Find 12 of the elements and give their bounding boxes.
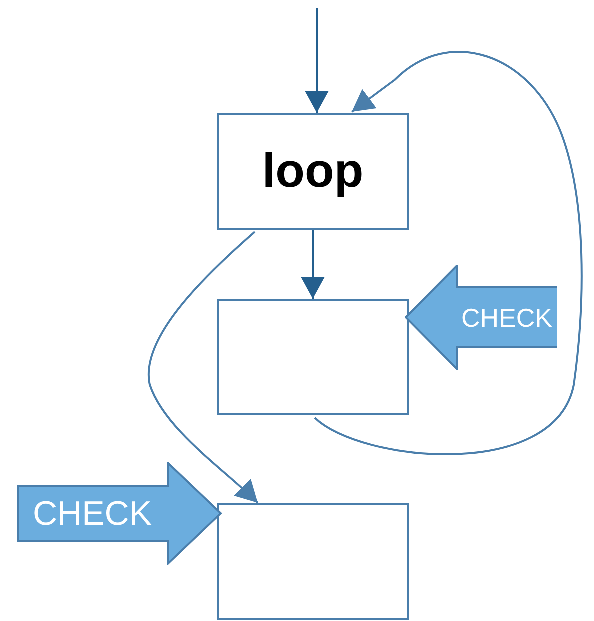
process-box — [217, 503, 409, 620]
arrow — [301, 230, 325, 299]
arrow-label: CHECK — [461, 304, 552, 330]
block-arrow — [405, 265, 557, 370]
process-box — [217, 299, 409, 415]
arrow — [148, 231, 259, 504]
box-label: loop — [262, 148, 364, 196]
arrow — [305, 8, 329, 113]
arrow-label: CHECK — [32, 496, 152, 530]
block-arrow — [17, 462, 222, 565]
arrow — [314, 51, 583, 456]
process-box — [217, 113, 409, 230]
